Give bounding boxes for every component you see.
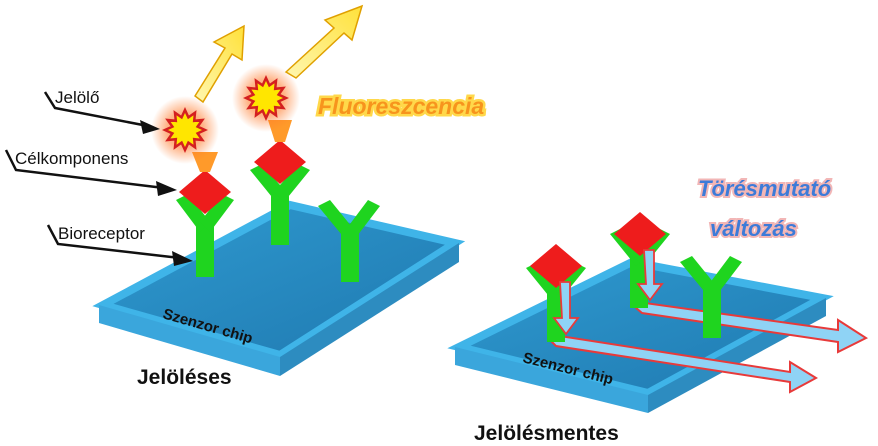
refractive-label-line1: Törésmutató: [698, 176, 831, 201]
chip-front-left: [99, 305, 280, 376]
caption-labeled: Jelöléses: [137, 366, 232, 389]
marker-star-icon: [243, 75, 289, 121]
bioreceptor-2: [250, 164, 310, 245]
bioreceptor-1: [176, 194, 234, 277]
callout-bioreceptor-label: Bioreceptor: [58, 224, 145, 243]
chip-front-right: [455, 347, 648, 413]
chip-top-right: [447, 257, 834, 398]
sensor-chip-right: Szenzor chip: [447, 257, 834, 413]
marker-2: [232, 64, 300, 132]
down-arrow-r2: [636, 249, 664, 302]
bioreceptor-r3: [680, 256, 742, 338]
sensor-chip-left: Szenzor chip: [92, 200, 466, 376]
callout-marker: Jelölő: [43, 88, 160, 134]
down-arrow-r1: [552, 281, 580, 336]
wave-arrow-1: [548, 334, 819, 394]
callout-marker-label: Jelölő: [55, 88, 99, 107]
fluorescence-label: Fluoreszcencia: [318, 93, 484, 119]
analyte-2: [254, 140, 306, 184]
callout-target: Célkomponens: [4, 149, 177, 196]
fluorescence-arrow-1: [193, 24, 245, 104]
marker-star-icon: [162, 107, 208, 153]
fluorescence-arrow-2: [284, 4, 364, 79]
analyte-r2: [614, 212, 666, 256]
callout-target-label: Célkomponens: [15, 149, 128, 168]
chip-side-left: [280, 243, 459, 376]
chip-top-left: [92, 200, 466, 360]
callout-bioreceptor: Bioreceptor: [46, 224, 193, 266]
caption-label-free: Jelölésmentes: [474, 422, 619, 445]
analyte-r1: [530, 244, 582, 288]
refractive-label-line2: változás: [710, 216, 797, 241]
analyte-1: [179, 170, 231, 214]
marker-1: [151, 96, 219, 164]
bioreceptor-3: [318, 200, 380, 282]
